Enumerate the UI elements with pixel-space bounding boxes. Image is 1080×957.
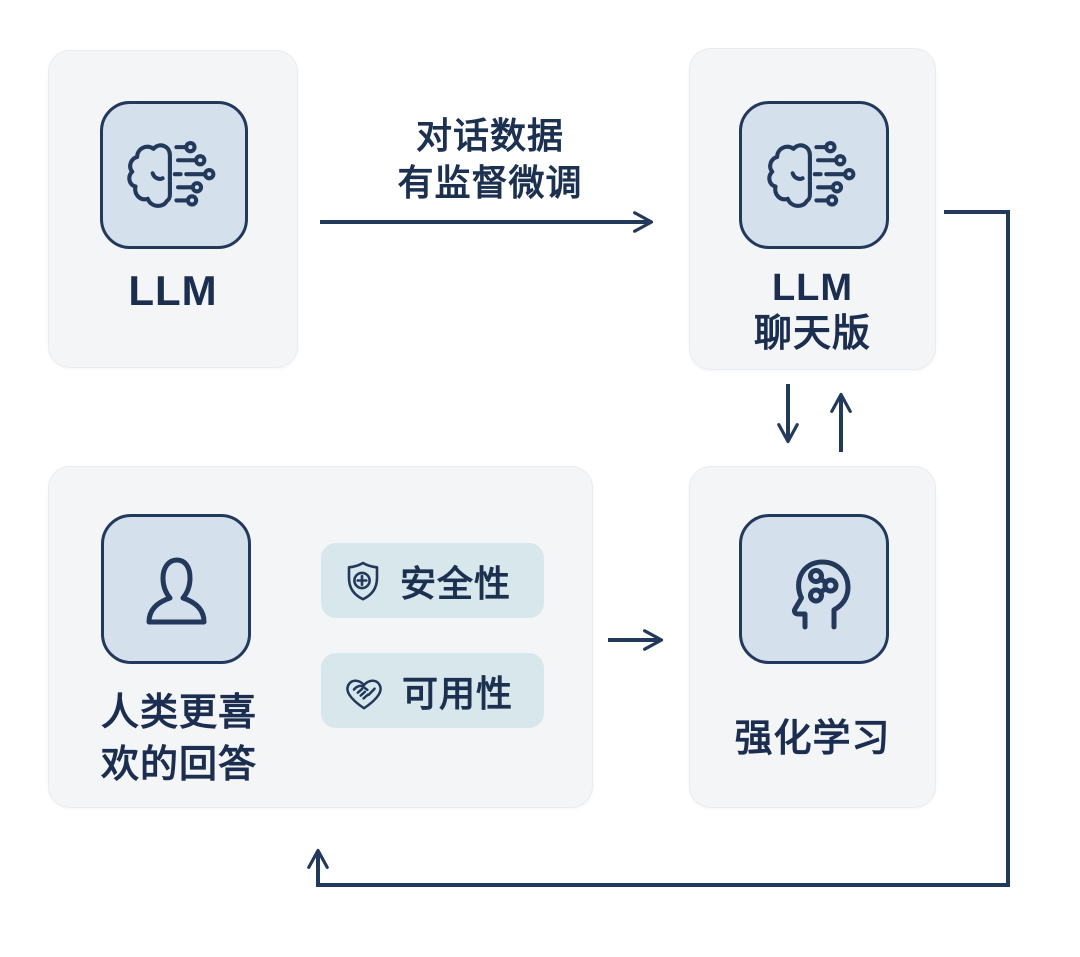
person-icon — [101, 514, 251, 664]
brain-circuit-icon — [739, 101, 889, 249]
node-reinforcement-learning-label: 强化学习 — [734, 718, 891, 760]
badge-usability: 可用性 — [321, 653, 544, 728]
node-llm-chat: LLM 聊天版 — [689, 48, 936, 370]
node-llm: LLM — [48, 50, 298, 368]
node-human-preference-label-line1: 人类更喜 — [101, 692, 258, 734]
node-llm-chat-label: LLM 聊天版 — [690, 265, 935, 357]
heart-handshake-icon — [341, 669, 387, 713]
node-llm-label: LLM — [128, 267, 218, 314]
node-human-preference: 人类更喜 欢的回答 安全性 — [48, 466, 593, 808]
badge-usability-label: 可用性 — [402, 672, 514, 714]
sft-edge-label-line1: 对话数据 — [415, 115, 564, 156]
badge-safety-label: 安全性 — [400, 562, 512, 604]
node-llm-chat-label-line1: LLM — [771, 267, 854, 309]
node-human-preference-label-line2: 欢的回答 — [101, 744, 258, 786]
brain-circuit-icon — [100, 101, 248, 249]
shield-plus-icon — [341, 559, 385, 603]
head-network-icon — [739, 514, 889, 664]
badge-safety: 安全性 — [321, 543, 544, 618]
node-llm-chat-label-line2: 聊天版 — [753, 313, 871, 355]
sft-edge-label-line2: 有监督微调 — [397, 162, 583, 203]
node-reinforcement-learning: 强化学习 — [689, 466, 936, 808]
node-human-preference-label: 人类更喜 欢的回答 — [101, 687, 257, 791]
sft-edge-label: 对话数据 有监督微调 — [355, 112, 625, 206]
